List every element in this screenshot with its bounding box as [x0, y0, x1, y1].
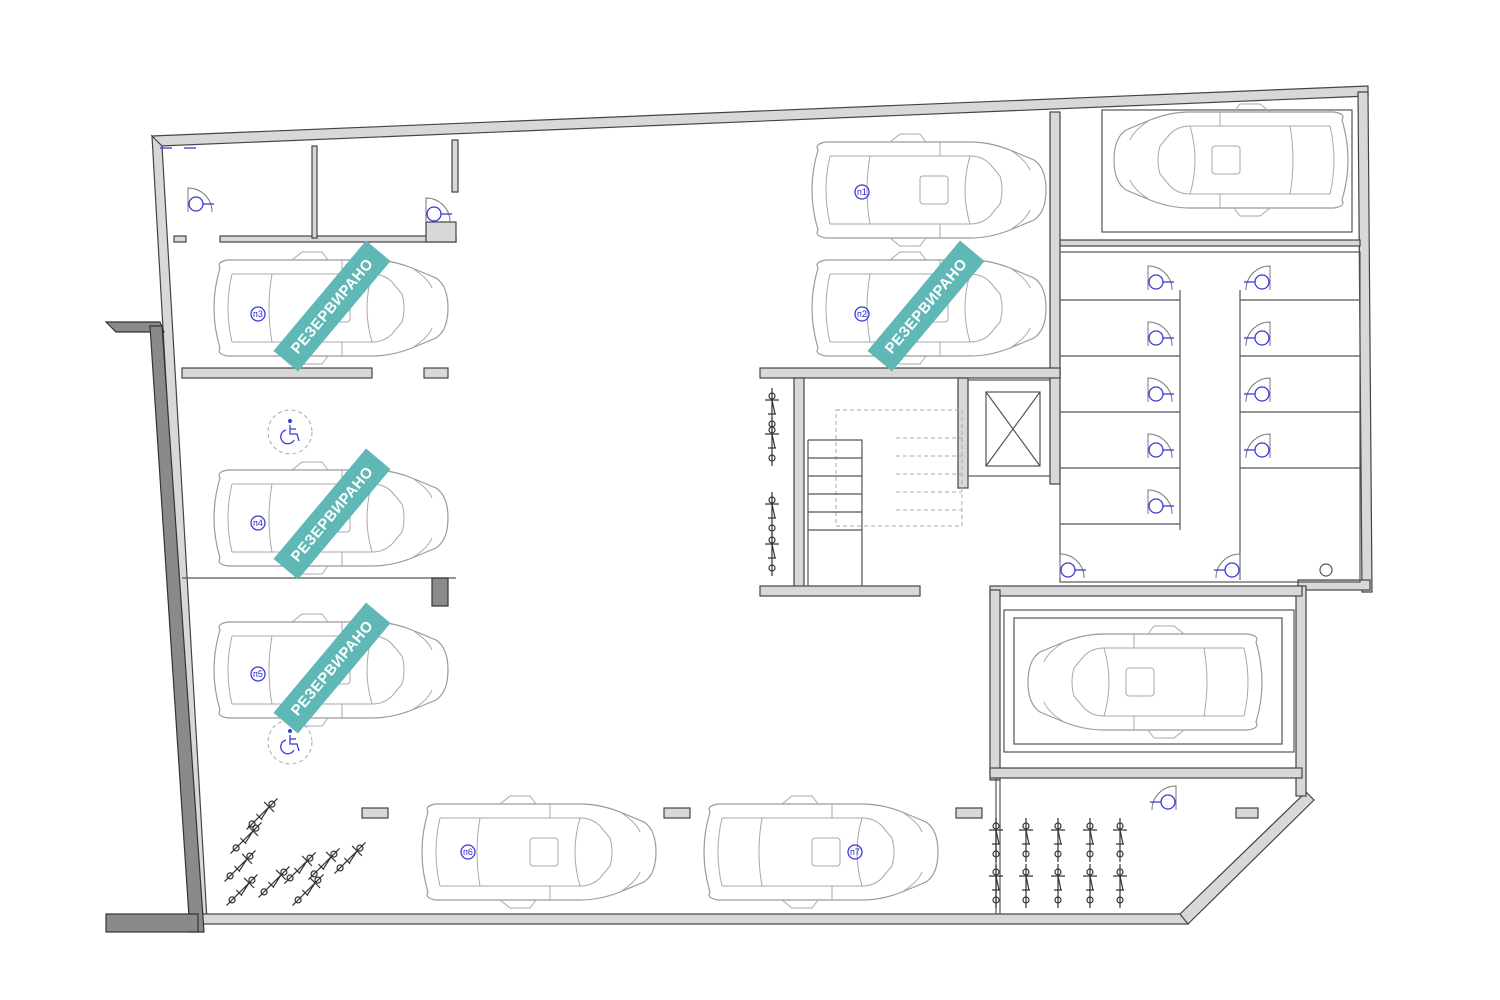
bicycle-icon	[1018, 863, 1034, 909]
door-icon	[1243, 377, 1271, 403]
door-icon	[1147, 489, 1175, 515]
bicycle-icon	[1018, 817, 1034, 863]
bicycle-icon	[988, 817, 1004, 863]
car-icon	[703, 795, 939, 909]
door-icon	[1243, 321, 1271, 347]
bicycle-icon	[1050, 863, 1066, 909]
door-icon	[1149, 785, 1177, 811]
bicycle-icon	[764, 531, 780, 577]
outer-walls	[104, 85, 1373, 933]
door-icon	[1147, 265, 1175, 291]
cars	[213, 103, 1349, 909]
bicycle-icon	[1050, 817, 1066, 863]
svg-text:п2: п2	[857, 309, 867, 319]
car-icon	[1113, 103, 1349, 217]
spot-label-p6: п6	[460, 844, 476, 860]
spot-label-p5: п5	[250, 666, 266, 682]
door-icon	[425, 197, 453, 223]
svg-text:п4: п4	[253, 518, 263, 528]
interior-walls	[173, 109, 1361, 915]
door-icon	[1243, 265, 1271, 291]
car-icon	[1027, 625, 1263, 739]
wheelchair-icon	[267, 409, 313, 455]
bicycle-icon	[252, 860, 296, 904]
svg-text:п5: п5	[253, 669, 263, 679]
spot-label-p1: п1	[854, 184, 870, 200]
spot-label-p3: п3	[250, 306, 266, 322]
bicycle-icon	[988, 863, 1004, 909]
door-icon	[1147, 433, 1175, 459]
spot-label-p2: п2	[854, 306, 870, 322]
bicycle-icon	[1112, 817, 1128, 863]
sink-icon	[1319, 563, 1333, 577]
bicycle-icon	[1082, 817, 1098, 863]
door-icon	[1213, 553, 1241, 579]
car-icon	[421, 795, 657, 909]
spot-label-p4: п4	[250, 515, 266, 531]
bicycle-icon	[240, 792, 284, 836]
bicycle-icon	[328, 836, 372, 880]
svg-text:п1: п1	[857, 187, 867, 197]
spot-labels: п1 п2 п3 п4 п5 п6 п7	[250, 184, 870, 860]
door-icon	[1147, 377, 1175, 403]
door-icon	[1059, 553, 1087, 579]
spot-label-p7: п7	[847, 844, 863, 860]
bicycle-icon	[1112, 863, 1128, 909]
svg-text:п7: п7	[850, 847, 860, 857]
bicycle-icon	[286, 868, 330, 912]
bicycle-icon	[764, 491, 780, 537]
car-icon	[811, 133, 1047, 247]
bicycle-icon	[1082, 863, 1098, 909]
svg-text:п3: п3	[253, 309, 263, 319]
door-icon	[187, 187, 215, 213]
door-icon	[1147, 321, 1175, 347]
door-icon	[1243, 433, 1271, 459]
bicycle-icon	[224, 816, 268, 860]
bicycle-icon	[764, 421, 780, 467]
svg-text:п6: п6	[463, 847, 473, 857]
